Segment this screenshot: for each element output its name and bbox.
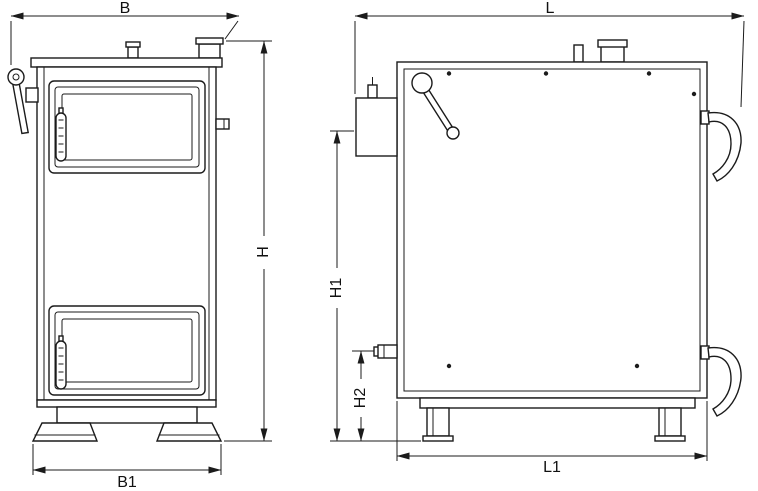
side-base: [419, 397, 696, 442]
side-view: [355, 39, 742, 442]
dimension-B: B: [10, 0, 240, 65]
front-side-stub: [215, 118, 230, 130]
side-body: [396, 61, 708, 399]
side-damper-lever: [411, 72, 460, 140]
dimension-L1: L1: [396, 401, 708, 476]
dim-label-B: B: [120, 0, 131, 17]
side-flue-outlet: [355, 77, 398, 157]
bolt-dots: [446, 71, 697, 369]
dim-label-L1: L1: [543, 459, 561, 476]
thermometer-upper: [55, 107, 67, 162]
front-top-plate: [30, 57, 223, 68]
thermometer-lower: [55, 335, 67, 390]
front-loading-handle: [7, 68, 39, 135]
dim-label-B1: B1: [117, 474, 137, 491]
front-lower-door: [48, 305, 206, 396]
dim-label-H: H: [255, 246, 272, 258]
front-view: [7, 37, 230, 442]
front-upper-door: [48, 80, 206, 174]
dimension-L: L: [354, 0, 745, 108]
dimension-H2: H2: [351, 350, 374, 442]
dimension-H: H: [224, 40, 273, 442]
dim-label-H2: H2: [352, 388, 369, 409]
front-base: [31, 399, 223, 442]
dim-label-H1: H1: [328, 278, 345, 299]
side-top-stub: [573, 44, 584, 63]
dimension-H1: H1: [327, 130, 421, 442]
front-top-stub: [125, 41, 141, 59]
side-chimney: [597, 39, 628, 63]
side-drain-stub: [373, 344, 398, 359]
side-door-handle-top: [700, 110, 742, 182]
front-chimney: [195, 37, 224, 59]
dimension-B1: B1: [32, 444, 222, 491]
dim-label-L: L: [546, 0, 555, 17]
